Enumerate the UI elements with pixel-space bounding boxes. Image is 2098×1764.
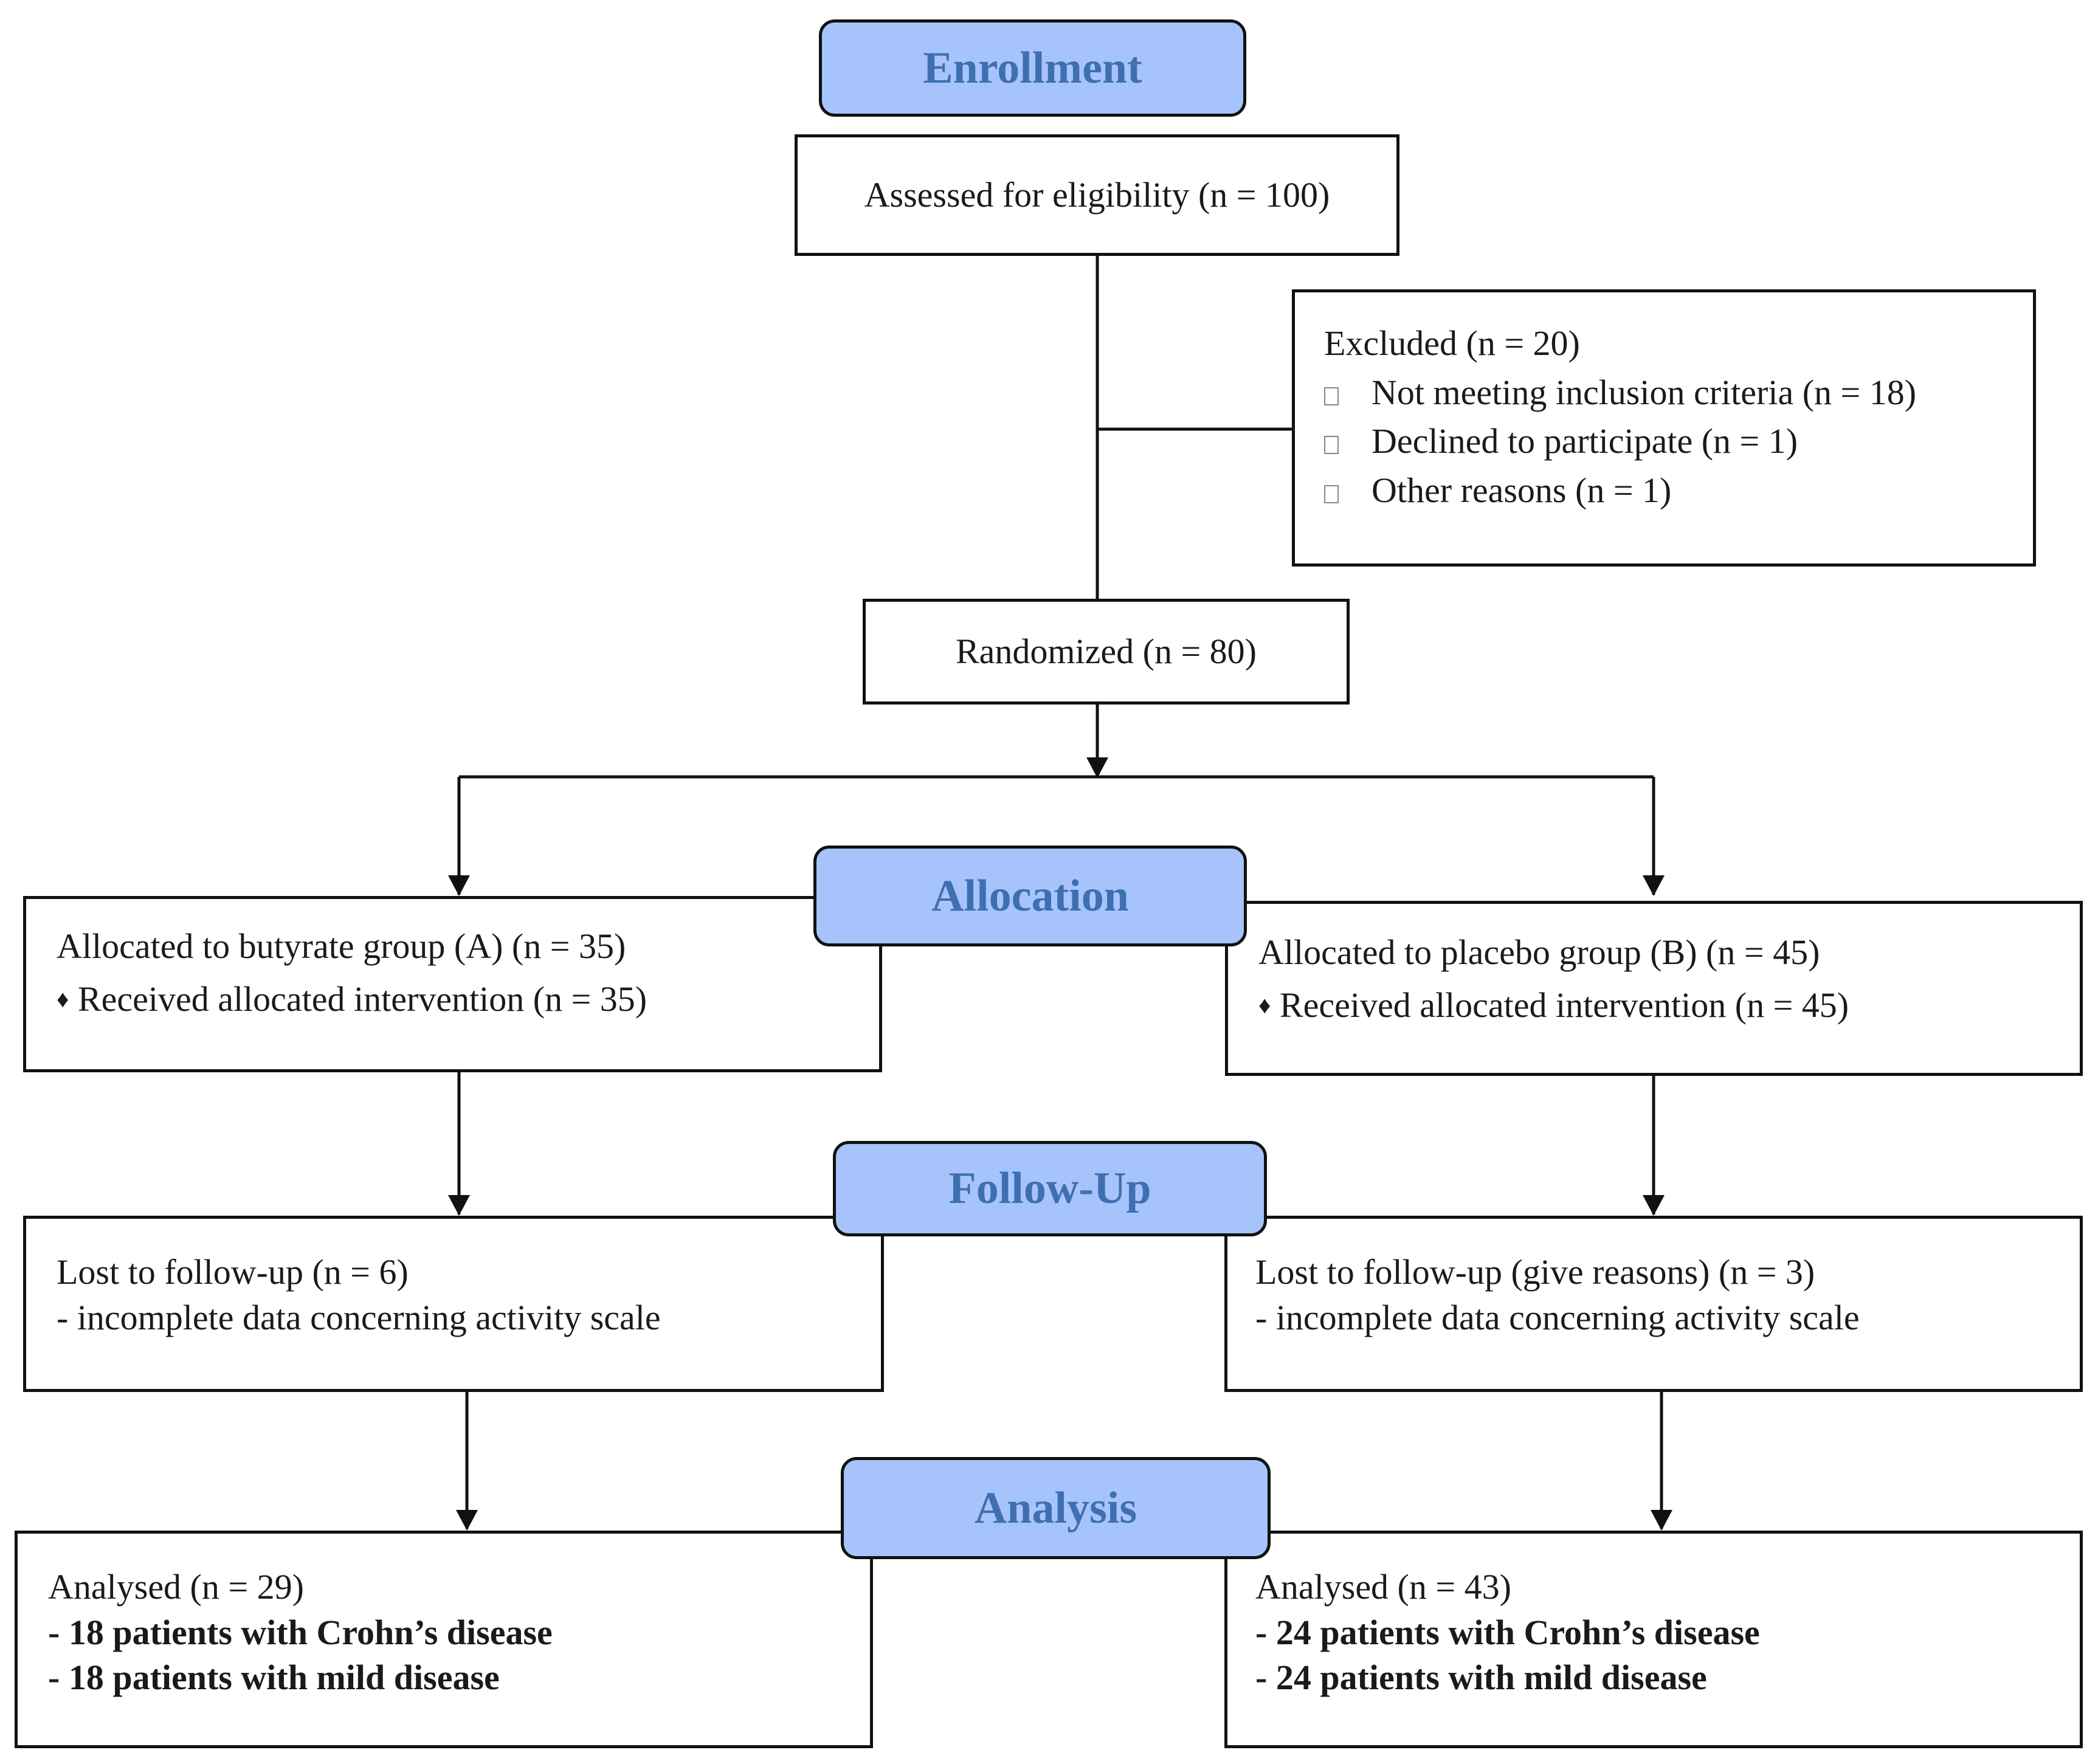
stage-analysis: Analysis [841,1457,1271,1559]
excluded-box: Excluded (n = 20) Not meeting inclusion … [1292,289,2036,567]
allocation-a-item-label: Received allocated intervention (n = 35) [77,979,647,1019]
excluded-item-label: Other reasons (n = 1) [1372,470,1672,510]
analysis-b-box: Analysed (n = 43) - 24 patients with Cro… [1224,1531,2083,1748]
stage-analysis-label: Analysis [974,1483,1137,1533]
excluded-item: Not meeting inclusion criteria (n = 18) [1324,371,2004,415]
stage-follow-up: Follow-Up [833,1141,1267,1236]
followup-a-box: Lost to follow-up (n = 6) - incomplete d… [23,1216,884,1392]
analysis-a-title: Analysed (n = 29) [48,1567,304,1607]
followup-a-title: Lost to follow-up (n = 6) [57,1252,409,1292]
excluded-item: Declined to participate (n = 1) [1324,419,2004,464]
randomized-box: Randomized (n = 80) [863,599,1350,705]
arrowhead-randomized [1086,757,1108,778]
followup-b-detail: - incomplete data concerning activity sc… [1255,1297,1860,1337]
allocation-a-title: Allocated to butyrate group (A) (n = 35) [57,926,626,966]
checkbox-icon [1324,387,1339,405]
allocation-b-title: Allocated to placebo group (B) (n = 45) [1258,932,1820,972]
analysis-b-line: - 24 patients with mild disease [1255,1658,1707,1697]
excluded-item-label: Declined to participate (n = 1) [1372,421,1798,461]
assessed-box: Assessed for eligibility (n = 100) [795,134,1399,256]
allocation-b-box: Allocated to placebo group (B) (n = 45) … [1225,901,2083,1076]
analysis-b-title: Analysed (n = 43) [1255,1567,1511,1607]
arrowhead-analysis-a [456,1510,478,1531]
randomized-text: Randomized (n = 80) [956,631,1257,671]
excluded-title: Excluded (n = 20) [1324,323,1580,363]
assessed-text: Assessed for eligibility (n = 100) [864,174,1330,215]
allocation-b-item-label: Received allocated intervention (n = 45) [1279,985,1849,1025]
arrowhead-a [448,875,470,896]
arrowhead-b [1643,875,1665,896]
followup-b-title: Lost to follow-up (give reasons) (n = 3) [1255,1252,1815,1292]
diamond-bullet-icon: ♦ [57,985,69,1013]
checkbox-icon [1324,436,1339,454]
allocation-a-box: Allocated to butyrate group (A) (n = 35)… [23,896,882,1072]
checkbox-icon [1324,484,1339,503]
arrowhead-followup-a [448,1195,470,1216]
analysis-b-line: - 24 patients with Crohn’s disease [1255,1612,1760,1652]
stage-allocation: Allocation [813,846,1247,946]
analysis-a-box: Analysed (n = 29) - 18 patients with Cro… [15,1531,873,1748]
stage-allocation-label: Allocation [931,870,1129,921]
analysis-a-line: - 18 patients with mild disease [48,1658,500,1697]
followup-b-box: Lost to follow-up (give reasons) (n = 3)… [1224,1216,2083,1392]
followup-a-detail: - incomplete data concerning activity sc… [57,1297,661,1337]
allocation-b-item: ♦ Received allocated intervention (n = 4… [1258,984,2049,1028]
arrowhead-analysis-b [1651,1510,1672,1531]
diamond-bullet-icon: ♦ [1258,991,1271,1019]
arrowhead-followup-b [1643,1195,1665,1216]
stage-enrollment-label: Enrollment [923,43,1142,93]
excluded-item-label: Not meeting inclusion criteria (n = 18) [1372,372,1917,412]
analysis-a-line: - 18 patients with Crohn’s disease [48,1612,553,1652]
stage-enrollment: Enrollment [819,19,1246,117]
stage-follow-up-label: Follow-Up [948,1163,1151,1213]
allocation-a-item: ♦ Received allocated intervention (n = 3… [57,977,849,1022]
excluded-item: Other reasons (n = 1) [1324,469,2004,513]
